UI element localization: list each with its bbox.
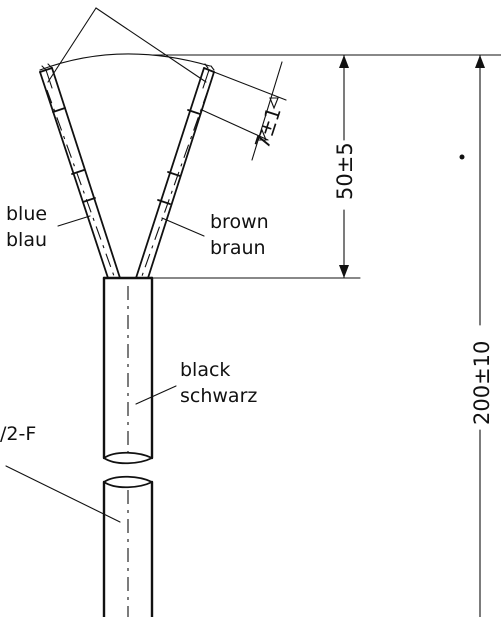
blue-label-de: blau	[6, 229, 47, 251]
cable-jacket-upper	[102, 276, 154, 465]
black-label-de: schwarz	[180, 385, 257, 407]
total-length-label: 200±10	[470, 341, 494, 425]
blue-leader	[57, 215, 91, 227]
brown-label-de: braun	[210, 237, 266, 259]
speck	[459, 154, 465, 160]
fork-length-label: 50±5	[333, 142, 357, 200]
strip-dimension	[201, 61, 287, 161]
core-brown	[135, 63, 215, 279]
cable-jacket-lower	[102, 475, 154, 617]
brown-leader	[161, 217, 205, 237]
black-label-en: black	[180, 359, 230, 381]
black-leader	[135, 385, 177, 405]
core-blue	[39, 63, 121, 279]
total-dimension	[151, 54, 501, 617]
brown-label-en: brown	[210, 211, 269, 233]
cable-type-leader	[5, 465, 121, 523]
cable-type-label: /2-F	[0, 423, 36, 445]
top-leaders	[39, 7, 211, 83]
blue-label-en: blue	[6, 203, 47, 225]
strip-length-label: 7±1	[250, 104, 286, 152]
